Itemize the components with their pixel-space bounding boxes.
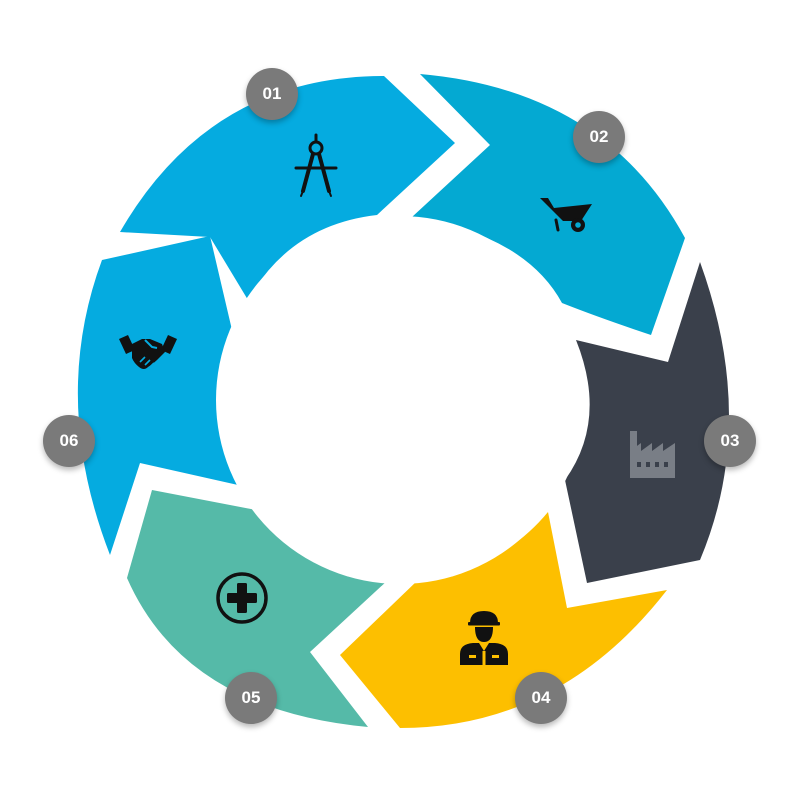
- step-4-badge: 04: [515, 672, 567, 724]
- construction-worker-icon: [460, 611, 508, 665]
- step-5-segment: [127, 490, 388, 727]
- step-6-badge: 06: [43, 415, 95, 467]
- step-3-badge: 03: [704, 415, 756, 467]
- wheelbarrow-icon: [540, 198, 592, 232]
- center-hole: [216, 216, 584, 584]
- step-3-segment: [565, 262, 729, 583]
- step-4-segment: [340, 512, 667, 728]
- factory-icon: [630, 431, 675, 478]
- step-6-segment: [77, 236, 238, 555]
- step-5-badge: 05: [225, 672, 277, 724]
- step-1-segment: [120, 76, 455, 300]
- handshake-icon: [119, 335, 177, 369]
- step-2-badge: 02: [573, 111, 625, 163]
- step-1-badge: 01: [246, 68, 298, 120]
- drafting-compass-icon: [294, 133, 338, 197]
- medical-cross-icon: [216, 572, 268, 624]
